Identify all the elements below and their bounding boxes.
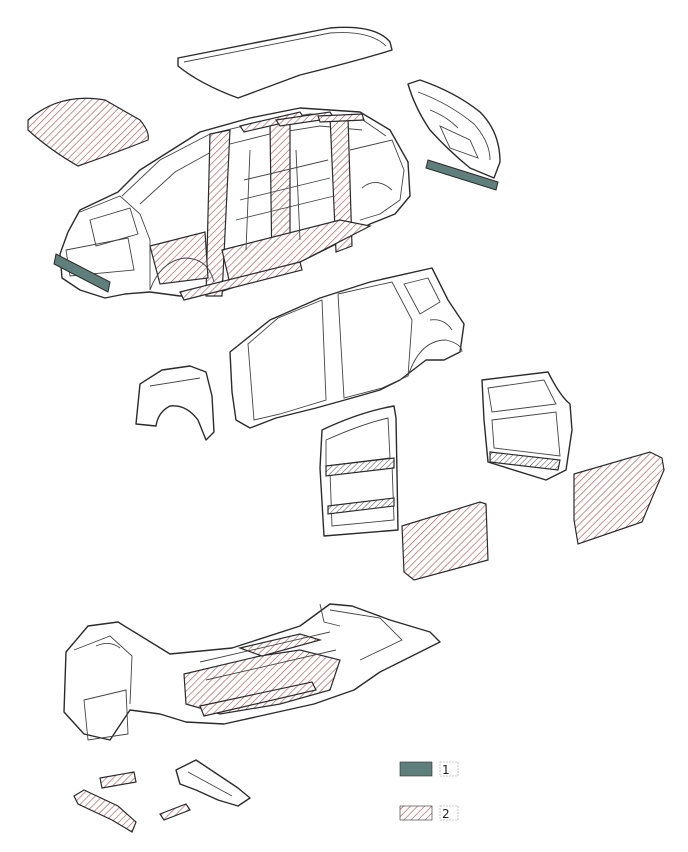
legend-swatch-solid <box>399 761 433 777</box>
legend-key-1: 1 <box>442 763 450 777</box>
rear-bumper-beam <box>425 159 499 191</box>
body-side-outer <box>229 267 465 429</box>
front-bumper-beam <box>53 253 111 293</box>
rear-door-outer <box>573 451 665 545</box>
legend-key-2: 2 <box>442 807 450 821</box>
front-crossmember <box>175 759 251 807</box>
legend-item-1: 1 <box>399 761 459 777</box>
body-in-white <box>59 107 411 301</box>
underbody-assembly <box>63 603 441 741</box>
rear-door-inner <box>481 371 573 481</box>
front-door-outer <box>401 501 489 581</box>
legend-swatch-hatch <box>399 805 433 821</box>
front-door-inner <box>319 405 399 537</box>
legend-item-2: 2 <box>399 805 459 821</box>
legend-key-box <box>439 805 459 821</box>
front-rail-reinforcement <box>99 771 137 789</box>
roof-panel <box>177 26 393 99</box>
front-fender <box>135 365 215 441</box>
legend-key-box <box>439 761 459 777</box>
front-lower-rail <box>73 789 137 833</box>
small-bracket <box>159 803 191 821</box>
liftgate <box>407 79 501 179</box>
legend: 1 2 <box>399 761 459 821</box>
hood-panel <box>27 97 149 167</box>
